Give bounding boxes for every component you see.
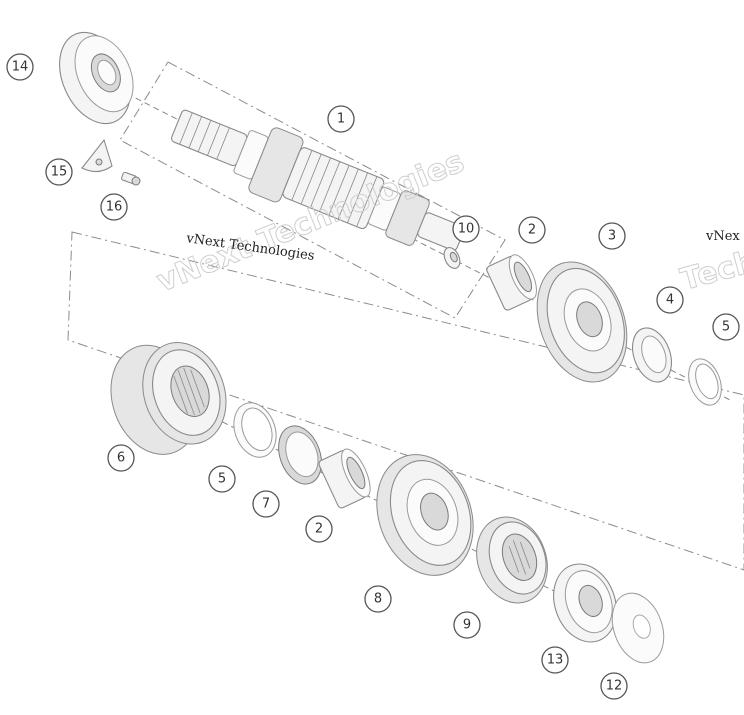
svg-text:5: 5 — [722, 320, 730, 335]
plate-part-15 — [81, 138, 113, 173]
gearset-group-outline — [67, 231, 744, 571]
needle-bearing-part-2-lower — [318, 448, 371, 509]
svg-text:16: 16 — [106, 200, 123, 215]
callout-3: 3 — [598, 222, 626, 250]
callout-8: 8 — [364, 585, 392, 613]
gear-part-9 — [476, 516, 548, 604]
gear-part-3 — [536, 261, 628, 383]
callout-4: 4 — [656, 286, 684, 314]
circlip-part-5-upper — [688, 358, 722, 406]
callout-5-upper: 5 — [712, 313, 740, 341]
callout-15: 15 — [45, 158, 73, 186]
callout-16: 16 — [100, 193, 128, 221]
needle-bearing-part-2-upper — [486, 254, 537, 311]
washer-part-4 — [632, 327, 672, 383]
svg-text:3: 3 — [608, 229, 616, 244]
callout-6: 6 — [107, 444, 135, 472]
svg-text:15: 15 — [51, 165, 68, 180]
pin-part-16 — [121, 171, 141, 186]
watermark-right-fragment: vNex — [705, 229, 740, 244]
circlip-part-5-lower — [233, 402, 277, 458]
svg-text:13: 13 — [547, 653, 564, 668]
gear-part-8 — [376, 454, 474, 576]
bearing-part-14 — [59, 31, 134, 125]
callout-2-lower: 2 — [305, 515, 333, 543]
double-gear-part-6 — [110, 342, 227, 455]
svg-text:4: 4 — [666, 293, 674, 308]
callout-1: 1 — [327, 105, 355, 133]
callout-7: 7 — [252, 490, 280, 518]
svg-text:7: 7 — [262, 497, 270, 512]
svg-text:5: 5 — [218, 472, 226, 487]
svg-text:8: 8 — [374, 592, 382, 607]
svg-text:2: 2 — [315, 522, 323, 537]
svg-text:14: 14 — [12, 60, 29, 75]
svg-text:6: 6 — [117, 451, 125, 466]
svg-text:2: 2 — [528, 223, 536, 238]
bearing-part-13 — [553, 563, 617, 643]
shaft-group-outline — [119, 61, 506, 319]
svg-text:9: 9 — [463, 618, 471, 633]
callout-14: 14 — [6, 53, 34, 81]
svg-text:1: 1 — [337, 112, 345, 127]
callout-10: 10 — [452, 215, 480, 243]
callout-2-upper: 2 — [518, 216, 546, 244]
collar-part-10 — [443, 247, 461, 269]
washer-part-12 — [611, 592, 665, 664]
callout-12: 12 — [600, 672, 628, 700]
svg-text:12: 12 — [606, 679, 623, 694]
callout-9: 9 — [453, 611, 481, 639]
thrust-washer-part-7 — [278, 425, 322, 485]
watermark-right-outline-fragment: Tech — [677, 244, 744, 297]
callout-5-lower: 5 — [208, 465, 236, 493]
svg-text:10: 10 — [458, 222, 475, 237]
main-shaft-part-1 — [170, 109, 465, 251]
callout-13: 13 — [541, 646, 569, 674]
